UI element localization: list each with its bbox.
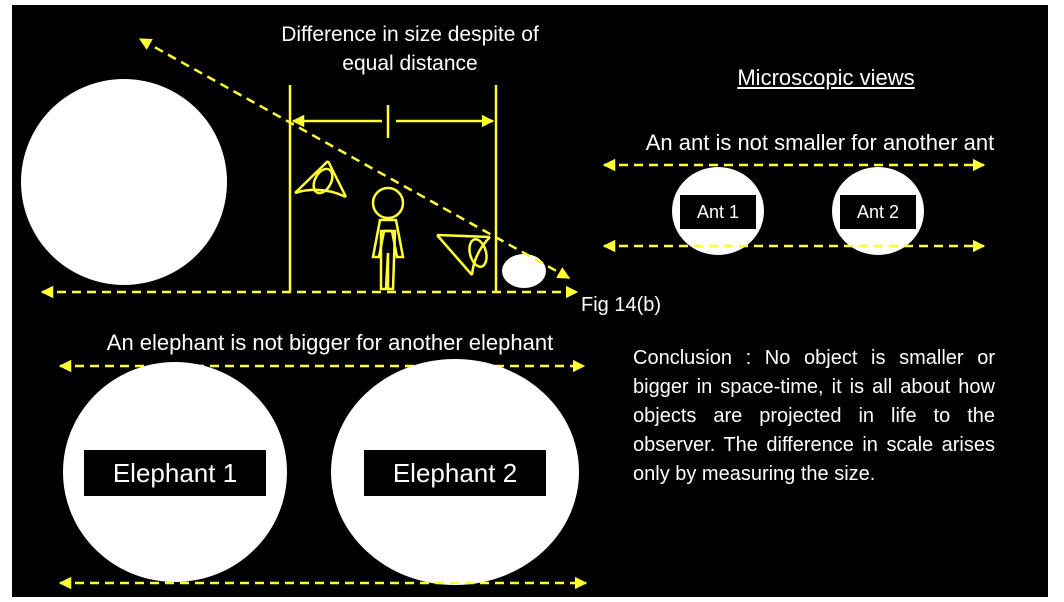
slide-canvas: Difference in size despite of equal dist… bbox=[12, 5, 1048, 597]
ant1-label: Ant 1 bbox=[680, 195, 756, 229]
diagram-graphics bbox=[21, 37, 986, 590]
small-circle bbox=[502, 254, 546, 288]
ant-caption: An ant is not smaller for another ant bbox=[645, 130, 995, 155]
ant2-label: Ant 2 bbox=[840, 195, 916, 229]
figure-label: Fig 14(b) bbox=[581, 294, 662, 316]
large-circle bbox=[21, 79, 227, 285]
sight-line-arrow bbox=[138, 37, 571, 280]
eye-cone-far-icon bbox=[436, 233, 491, 276]
size-difference-title: Difference in size despite of equal dist… bbox=[281, 23, 539, 75]
microscopic-views-heading: Microscopic views bbox=[737, 65, 915, 90]
elephant2-label: Elephant 2 bbox=[364, 450, 546, 496]
eye-cone-near-icon bbox=[294, 160, 348, 199]
elephant1-label: Elephant 1 bbox=[84, 450, 266, 496]
observer-figure-icon bbox=[371, 186, 405, 291]
conclusion-text: Conclusion : No object is smaller or big… bbox=[633, 347, 995, 485]
elephant-caption: An elephant is not bigger for another el… bbox=[106, 330, 554, 355]
